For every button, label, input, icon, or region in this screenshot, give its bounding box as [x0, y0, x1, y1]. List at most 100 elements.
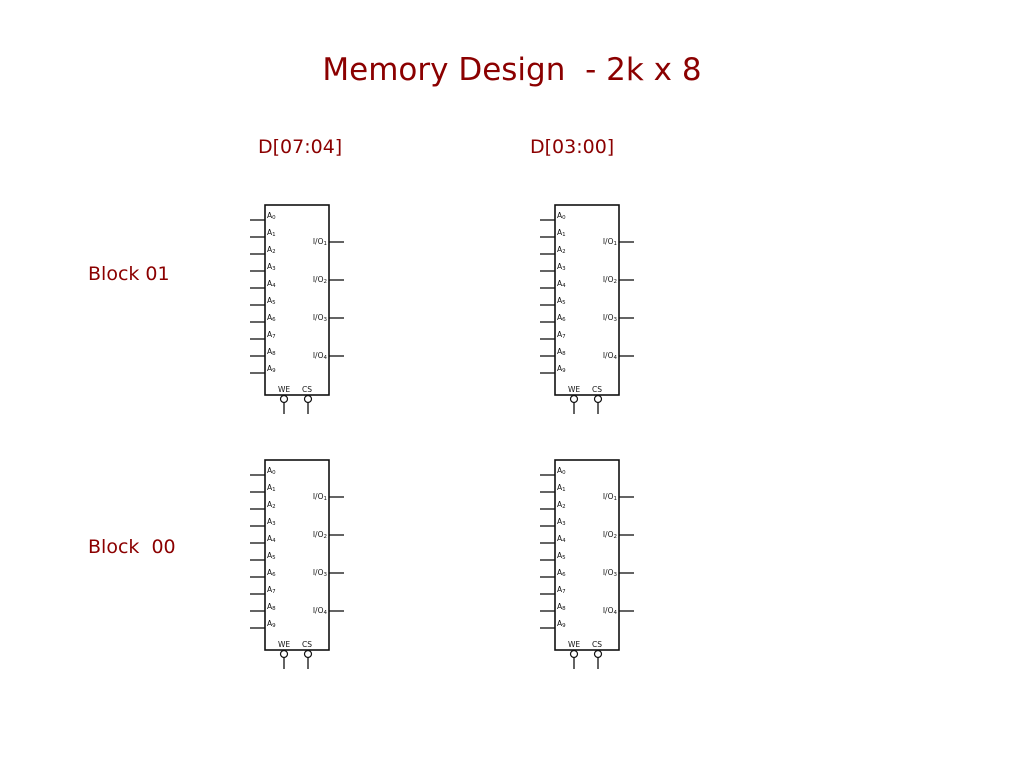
pin-subscript: 1: [323, 241, 328, 247]
io-pin-label: I/O4: [313, 607, 327, 617]
pin-name: A: [267, 245, 273, 254]
address-pin-label: A5: [557, 552, 566, 562]
address-pin-label: A6: [557, 569, 566, 579]
control-pin-bubble: [279, 394, 289, 404]
pin-subscript: 3: [272, 521, 276, 527]
pin-subscript: 5: [562, 555, 566, 561]
pin-subscript: 3: [562, 521, 566, 527]
pin-name: A: [557, 619, 563, 628]
pin-name: I/O: [312, 351, 324, 360]
pin-name: A: [267, 568, 273, 577]
pin-subscript: 6: [562, 572, 566, 578]
pin-subscript: 8: [272, 351, 276, 357]
pin-name: A: [557, 364, 563, 373]
address-pin-label: A8: [267, 348, 276, 358]
address-pin-label: A0: [267, 467, 276, 477]
pin-subscript: 9: [562, 623, 566, 629]
address-pin-label: A6: [267, 569, 276, 579]
row-label-block-01: Block 01: [88, 263, 170, 285]
pin-subscript: 3: [323, 317, 328, 323]
address-pin-label: A6: [267, 314, 276, 324]
pin-subscript: 6: [272, 572, 276, 578]
pin-name: I/O: [312, 530, 324, 539]
io-pin-label: I/O4: [313, 352, 327, 362]
pin-subscript: 4: [613, 355, 618, 361]
pin-subscript: 2: [323, 279, 328, 285]
address-pin-label: A7: [267, 586, 276, 596]
pin-name: A: [267, 262, 273, 271]
io-pin-label: I/O4: [603, 607, 617, 617]
control-pin-bubble: [279, 649, 289, 659]
address-pin-label: A3: [557, 263, 566, 273]
pin-name: A: [557, 568, 563, 577]
address-pin-label: A4: [557, 280, 566, 290]
io-pin-label: I/O4: [603, 352, 617, 362]
pin-name: I/O: [602, 275, 614, 284]
chip-symbol: [250, 459, 344, 669]
control-pin-label: CS: [302, 385, 312, 394]
pin-name: I/O: [312, 237, 324, 246]
pin-name: I/O: [312, 606, 324, 615]
pin-subscript: 7: [272, 589, 276, 595]
pin-subscript: 3: [613, 572, 618, 578]
address-pin-label: A7: [267, 331, 276, 341]
control-pin-label: CS: [592, 640, 602, 649]
pin-name: A: [557, 279, 563, 288]
control-pin-bubble: [303, 394, 313, 404]
pin-name: I/O: [602, 606, 614, 615]
pin-name: A: [557, 347, 563, 356]
pin-subscript: 5: [562, 300, 566, 306]
pin-name: A: [557, 296, 563, 305]
pin-name: A: [557, 313, 563, 322]
control-pin-bubble: [303, 649, 313, 659]
pin-name: A: [557, 211, 563, 220]
pin-name: A: [267, 347, 273, 356]
pin-subscript: 9: [272, 623, 276, 629]
io-pin-label: I/O1: [313, 238, 327, 248]
chip-symbol: [250, 204, 344, 414]
pin-subscript: 4: [272, 283, 276, 289]
pin-name: A: [557, 585, 563, 594]
io-pin-label: I/O2: [313, 276, 327, 286]
address-pin-label: A4: [267, 280, 276, 290]
pin-name: A: [557, 245, 563, 254]
address-pin-label: A0: [267, 212, 276, 222]
io-pin-label: I/O1: [603, 238, 617, 248]
address-pin-label: A9: [557, 620, 566, 630]
pin-name: I/O: [602, 237, 614, 246]
pin-name: A: [267, 466, 273, 475]
address-pin-label: A2: [267, 501, 276, 511]
address-pin-label: A5: [267, 297, 276, 307]
pin-subscript: 2: [613, 279, 618, 285]
chip-body: [554, 204, 620, 396]
control-pin-bubble: [569, 649, 579, 659]
control-pin-label: WE: [568, 640, 581, 649]
pin-subscript: 4: [323, 355, 328, 361]
pin-subscript: 1: [323, 496, 328, 502]
pin-name: A: [267, 313, 273, 322]
pin-subscript: 3: [272, 266, 276, 272]
column-label-low-nibble: D[03:00]: [530, 136, 615, 158]
pin-subscript: 4: [562, 283, 566, 289]
pin-subscript: 2: [613, 534, 618, 540]
pin-name: A: [557, 551, 563, 560]
pin-name: I/O: [602, 568, 614, 577]
control-pin-bubble: [593, 649, 603, 659]
control-pin-label: CS: [302, 640, 312, 649]
address-pin-label: A3: [557, 518, 566, 528]
address-pin-label: A5: [557, 297, 566, 307]
pin-subscript: 4: [613, 610, 618, 616]
io-pin-label: I/O3: [313, 569, 327, 579]
row-label-block-00: Block 00: [88, 536, 176, 558]
pin-subscript: 3: [323, 572, 328, 578]
pin-name: I/O: [312, 568, 324, 577]
address-pin-label: A2: [267, 246, 276, 256]
address-pin-label: A8: [267, 603, 276, 613]
address-pin-label: A4: [267, 535, 276, 545]
pin-name: A: [267, 330, 273, 339]
pin-name: I/O: [602, 530, 614, 539]
pin-subscript: 2: [272, 249, 276, 255]
